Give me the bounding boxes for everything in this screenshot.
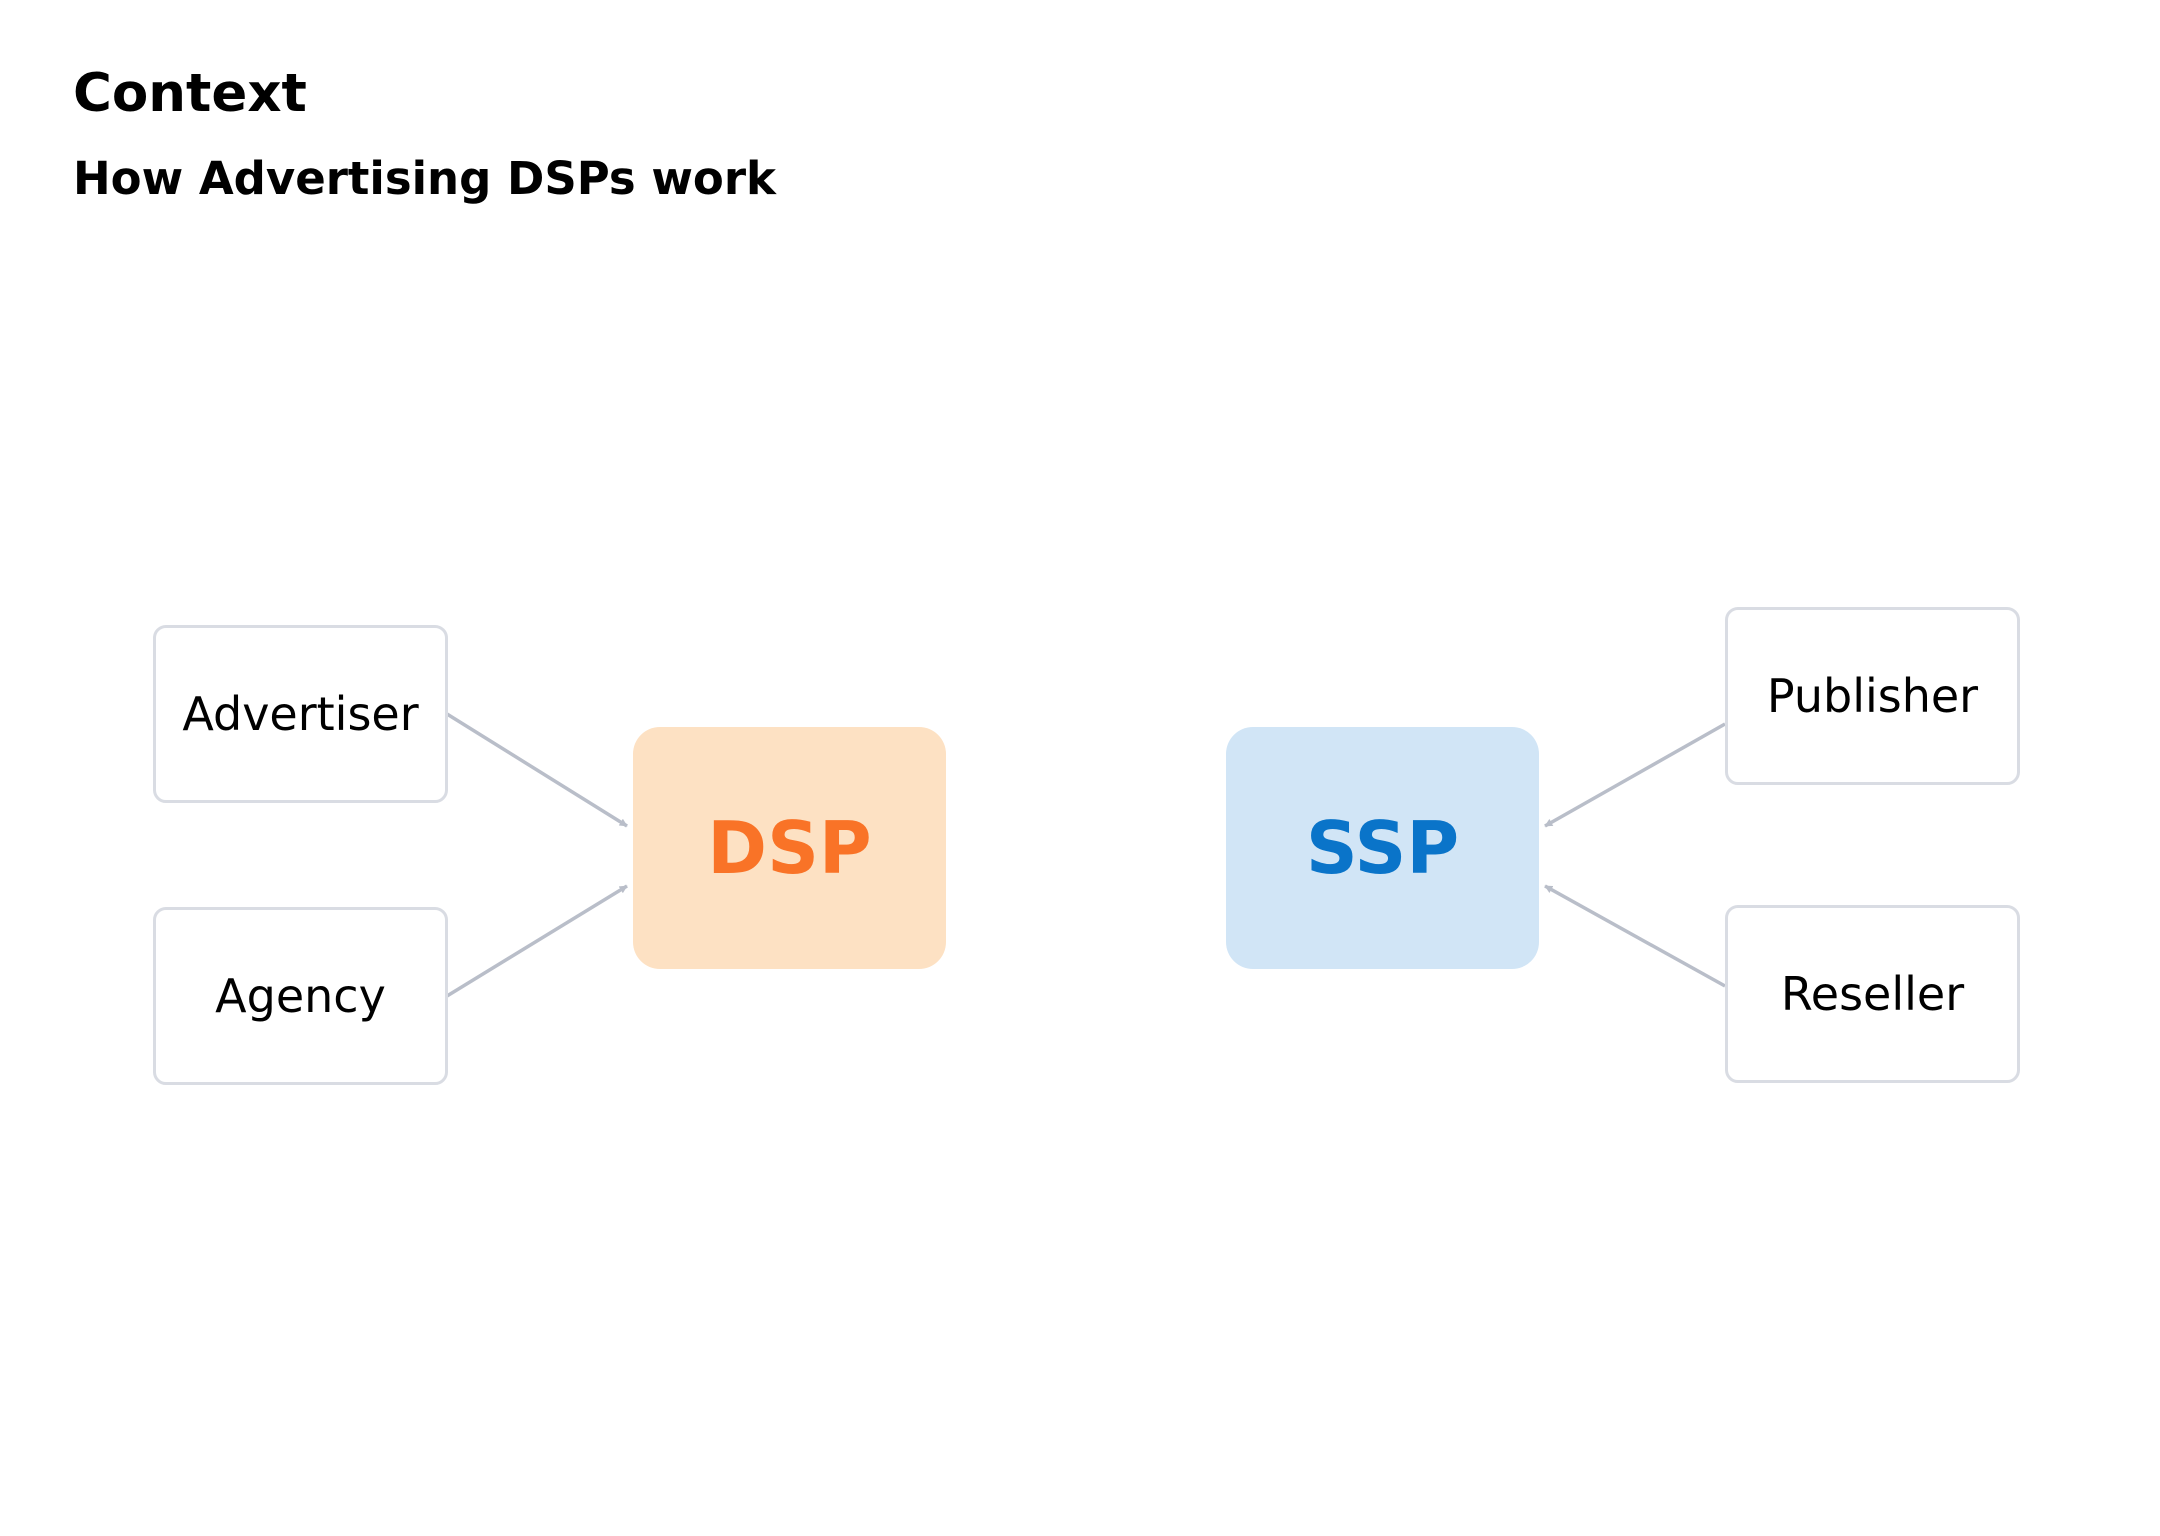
edge-agency-to-dsp [446,884,628,998]
page-subtitle: How Advertising DSPs work [73,152,776,205]
ssp-label: SSP [1305,806,1460,890]
edge-reseller-to-ssp [1544,884,1726,988]
agency-label: Agency [215,969,386,1023]
advertiser-node: Advertiser [153,625,448,803]
edge-publisher-to-ssp [1544,722,1726,828]
dsp-node: DSP [633,727,946,969]
dsp-label: DSP [707,806,872,890]
ssp-node: SSP [1226,727,1539,969]
page-title: Context [73,63,307,124]
reseller-label: Reseller [1780,967,1965,1021]
advertiser-label: Advertiser [182,687,419,741]
edge-advertiser-to-dsp [446,712,628,828]
publisher-node: Publisher [1725,607,2020,785]
agency-node: Agency [153,907,448,1085]
reseller-node: Reseller [1725,905,2020,1083]
publisher-label: Publisher [1766,669,1979,723]
